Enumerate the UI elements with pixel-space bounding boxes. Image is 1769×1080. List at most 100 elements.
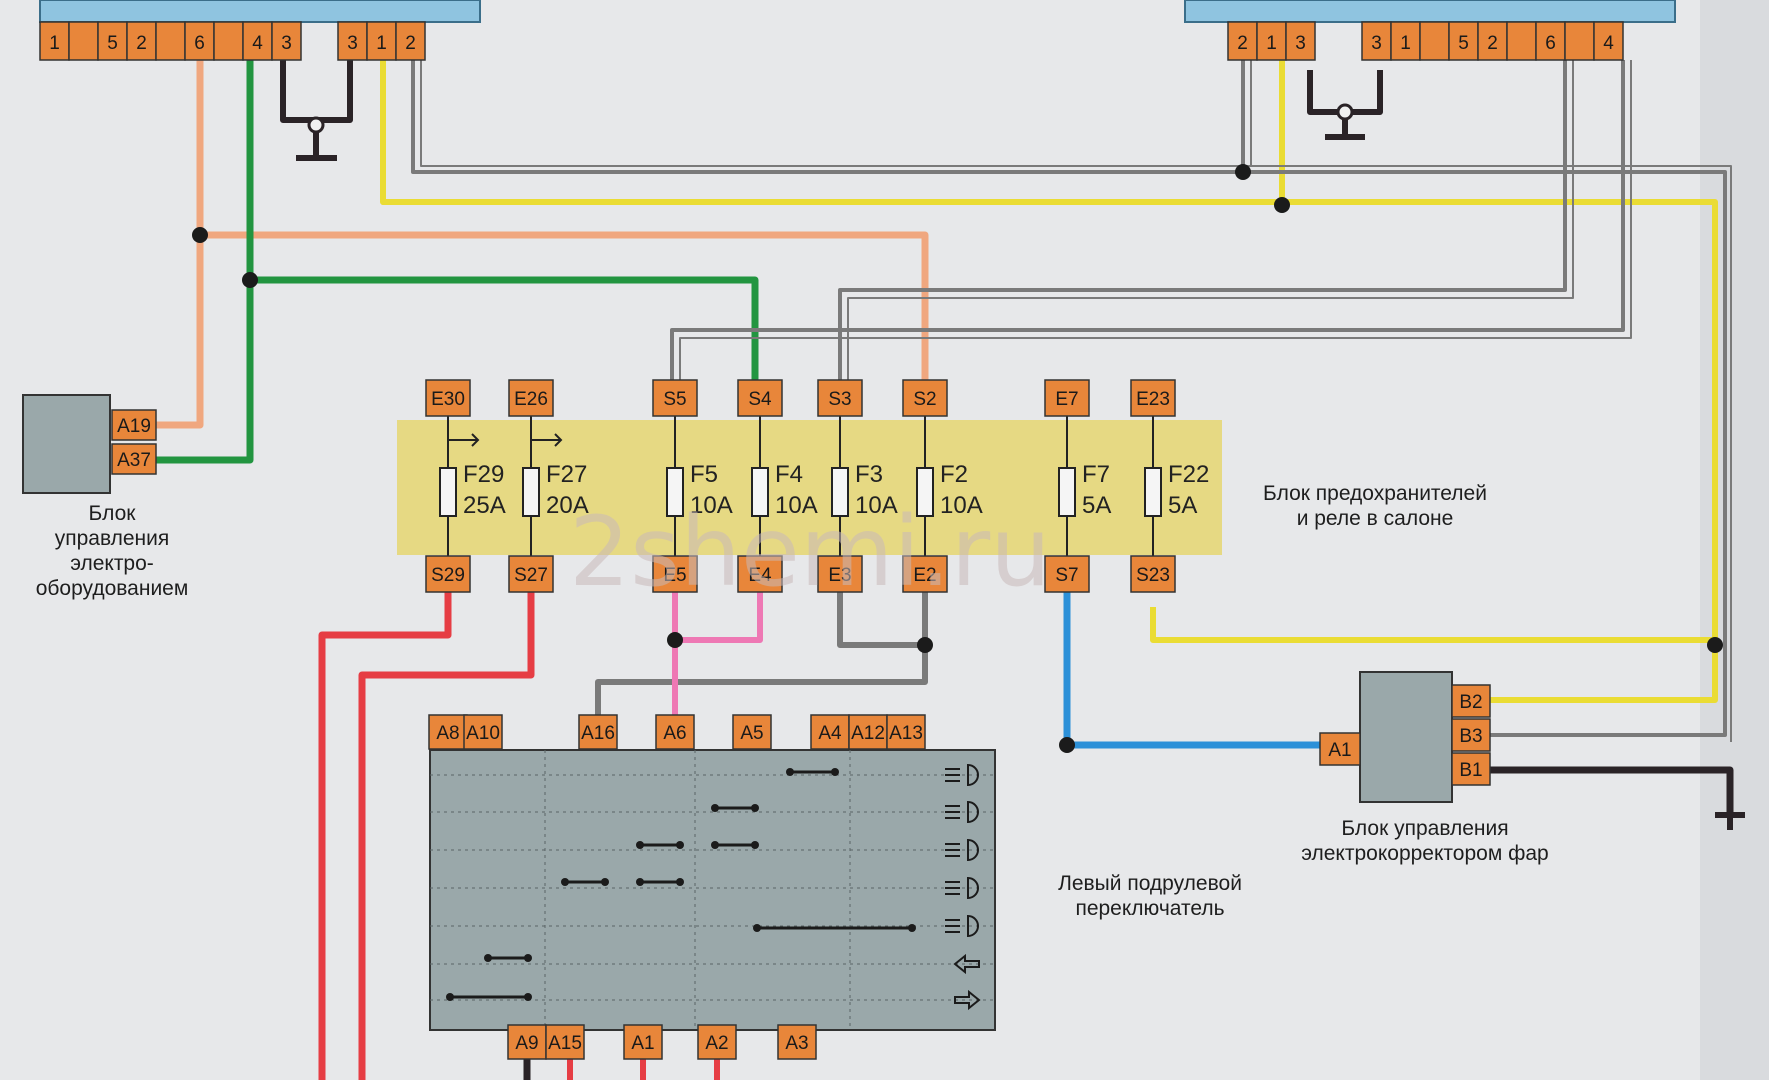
fuse-symbol	[831, 467, 849, 517]
relay-arrow	[448, 433, 480, 447]
fuse-terminal	[1044, 379, 1090, 417]
pin-box	[1319, 732, 1361, 766]
fuse-symbol	[439, 467, 457, 517]
caption-line: Левый подрулевой	[1058, 872, 1242, 895]
pin-label: A13	[889, 723, 923, 744]
fuse-id: F4	[775, 461, 803, 488]
pin-label: 3	[1295, 33, 1306, 54]
fuse-symbol	[751, 467, 769, 517]
fuse-terminal-label: E4	[748, 565, 772, 586]
ground-terminal	[1336, 103, 1354, 121]
wire-gray-2	[420, 60, 1732, 742]
caption-line: переключатель	[1075, 897, 1224, 920]
pin-label: A1	[631, 1033, 654, 1054]
parking-lights-icon	[945, 763, 979, 787]
pin-box	[578, 714, 618, 750]
pin-label: 3	[347, 33, 358, 54]
low-beam-icon	[945, 838, 979, 862]
pin-label: B3	[1459, 726, 1482, 747]
switch-grid	[430, 750, 995, 1030]
ground-corrector	[1715, 800, 1745, 830]
contact-point	[831, 768, 839, 776]
wire-gray-6	[847, 60, 1574, 398]
fuse-terminal	[508, 555, 554, 593]
caption-line: электрокорректором фар	[1301, 842, 1548, 865]
switch-body	[429, 749, 996, 1031]
fuse-symbol	[1058, 467, 1076, 517]
pin-box	[242, 21, 273, 61]
pin-box	[126, 21, 157, 61]
pin-label: A6	[663, 723, 686, 744]
unit-body	[22, 394, 111, 494]
fuse-terminal	[508, 379, 554, 417]
pin-box	[697, 1024, 737, 1060]
fuse-rating: 5A	[1082, 492, 1111, 519]
fuse-terminal	[425, 555, 471, 593]
pin-label: 1	[49, 33, 60, 54]
pin-label: A19	[117, 416, 151, 437]
wire-yellow	[380, 60, 1718, 703]
fuse-terminal	[902, 379, 948, 417]
fuse-id: F3	[855, 461, 883, 488]
pin-box	[810, 714, 850, 750]
caption-line: Блок	[89, 502, 137, 525]
wire-gray-9	[595, 592, 928, 730]
fuse-terminal	[817, 555, 863, 593]
fuse-block: E30S29F2925AE26S27F2720AS5E5F510AS4E4F41…	[397, 379, 1487, 593]
pin-box	[1593, 21, 1624, 61]
contact-point	[636, 878, 644, 886]
pin-label: 2	[136, 33, 147, 54]
contact-point	[524, 954, 532, 962]
pin-label: A4	[818, 723, 842, 744]
pin-box	[1451, 752, 1491, 786]
junction-dot	[192, 227, 208, 243]
caption-line: управления	[55, 527, 170, 550]
pin-box	[1535, 21, 1566, 61]
fuse-id: F7	[1082, 461, 1110, 488]
pin-label: A5	[740, 723, 763, 744]
wire-peach	[155, 60, 929, 429]
contact-point	[751, 841, 759, 849]
fuse-terminal	[902, 555, 948, 593]
fuse-terminal-label: E26	[514, 389, 548, 410]
fuse-terminal-label: S7	[1055, 565, 1078, 586]
fuse-rating: 25A	[463, 492, 506, 519]
pin-box	[271, 21, 302, 61]
pin-box	[184, 21, 215, 61]
pin-label: A37	[117, 450, 151, 471]
fuse-rating: 10A	[690, 492, 733, 519]
wire-gray-1	[411, 60, 1727, 737]
side-lights-icon	[945, 800, 979, 824]
fuse-terminal	[737, 379, 783, 417]
junction-dot	[1059, 737, 1075, 753]
fuse-id: F22	[1168, 461, 1209, 488]
contact-point	[711, 804, 719, 812]
caption-line: электро-	[70, 552, 154, 575]
pin-box	[1506, 21, 1537, 61]
pin-box	[213, 21, 244, 61]
turn-left-icon	[953, 953, 980, 975]
fuse-rating: 5A	[1168, 492, 1197, 519]
fuse-symbol	[522, 467, 540, 517]
wire-red-2	[358, 588, 535, 1080]
pin-label: A12	[851, 723, 885, 744]
fuse-id: F5	[690, 461, 718, 488]
pin-box	[111, 443, 157, 475]
wire-gray-8	[679, 60, 1632, 398]
fuse-terminal-label: E5	[663, 565, 686, 586]
pin-label: 6	[194, 33, 205, 54]
pin-box	[848, 714, 888, 750]
fuse-id: F2	[940, 461, 968, 488]
pin-box	[39, 21, 70, 61]
junction-dots	[192, 103, 1723, 753]
fuse-terminal	[1044, 555, 1090, 593]
pin-box	[1448, 21, 1479, 61]
fuse-terminal-label: E30	[431, 389, 465, 410]
caption-line: оборудованием	[36, 577, 189, 600]
